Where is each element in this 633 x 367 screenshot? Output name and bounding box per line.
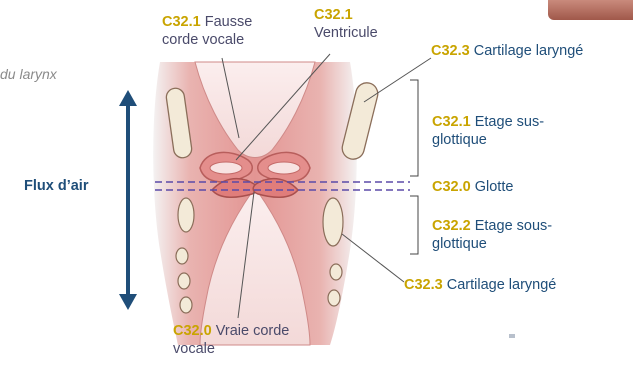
bracket-sus [410,80,418,176]
leader-cartilage-top [364,58,431,102]
corner-thumbnail [548,0,633,20]
label-ventricule: C32.1 Ventricule [314,6,378,42]
label-vraie-corde: C32.0 Vraie corde vocale [173,322,289,358]
label-code: C32.2 [432,218,471,234]
label-code: C32.3 [431,43,470,59]
leader-cartilage-bottom [342,234,404,282]
label-etage-sus: C32.1 Etage sus- glottique [432,113,544,149]
label-glotte: C32.0 Glotte [432,178,513,196]
label-code: C32.1 [432,114,471,130]
airflow-arrow-head-up [119,90,137,106]
label-text: Ventricule [314,25,378,41]
airflow-arrow-head-down [119,294,137,310]
label-fausse-corde: C32.1 Fausse corde vocale [162,13,252,49]
label-text: Etage sous- [475,218,552,234]
label-text: Cartilage laryngé [474,43,584,59]
cartilage-ring-3 [178,273,190,289]
label-text: Cartilage laryngé [447,277,557,293]
cartilage-ring-1 [178,198,194,232]
label-cartilage-top: C32.3 Cartilage laryngé [431,42,583,60]
cartilage-ring-4 [180,297,192,313]
ventricle-right [268,162,300,174]
cartilage-ring-2 [176,248,188,264]
label-text: vocale [173,341,215,357]
label-code: C32.1 [162,14,201,30]
cartilage-ring-5 [323,198,343,246]
label-text: Glotte [475,179,514,195]
label-cartilage-bottom: C32.3 Cartilage laryngé [404,276,556,294]
side-text: du larynx [0,66,57,82]
label-etage-sous: C32.2 Etage sous- glottique [432,217,552,253]
label-text: Fausse [205,14,253,30]
cartilage-ring-6 [330,264,342,280]
label-text: Etage sus- [475,114,544,130]
label-text: corde vocale [162,32,244,48]
ventricle-left [210,162,242,174]
label-text: Vraie corde [216,323,290,339]
corner-mark [509,334,515,338]
label-code: C32.0 [173,323,212,339]
cartilage-ring-7 [328,290,340,306]
label-code: C32.0 [432,179,471,195]
label-code: C32.1 [314,7,353,23]
flux-label: Flux d’air [24,178,88,194]
bracket-sous [410,196,418,254]
label-text: glottique [432,132,487,148]
label-text: glottique [432,236,487,252]
label-code: C32.3 [404,277,443,293]
